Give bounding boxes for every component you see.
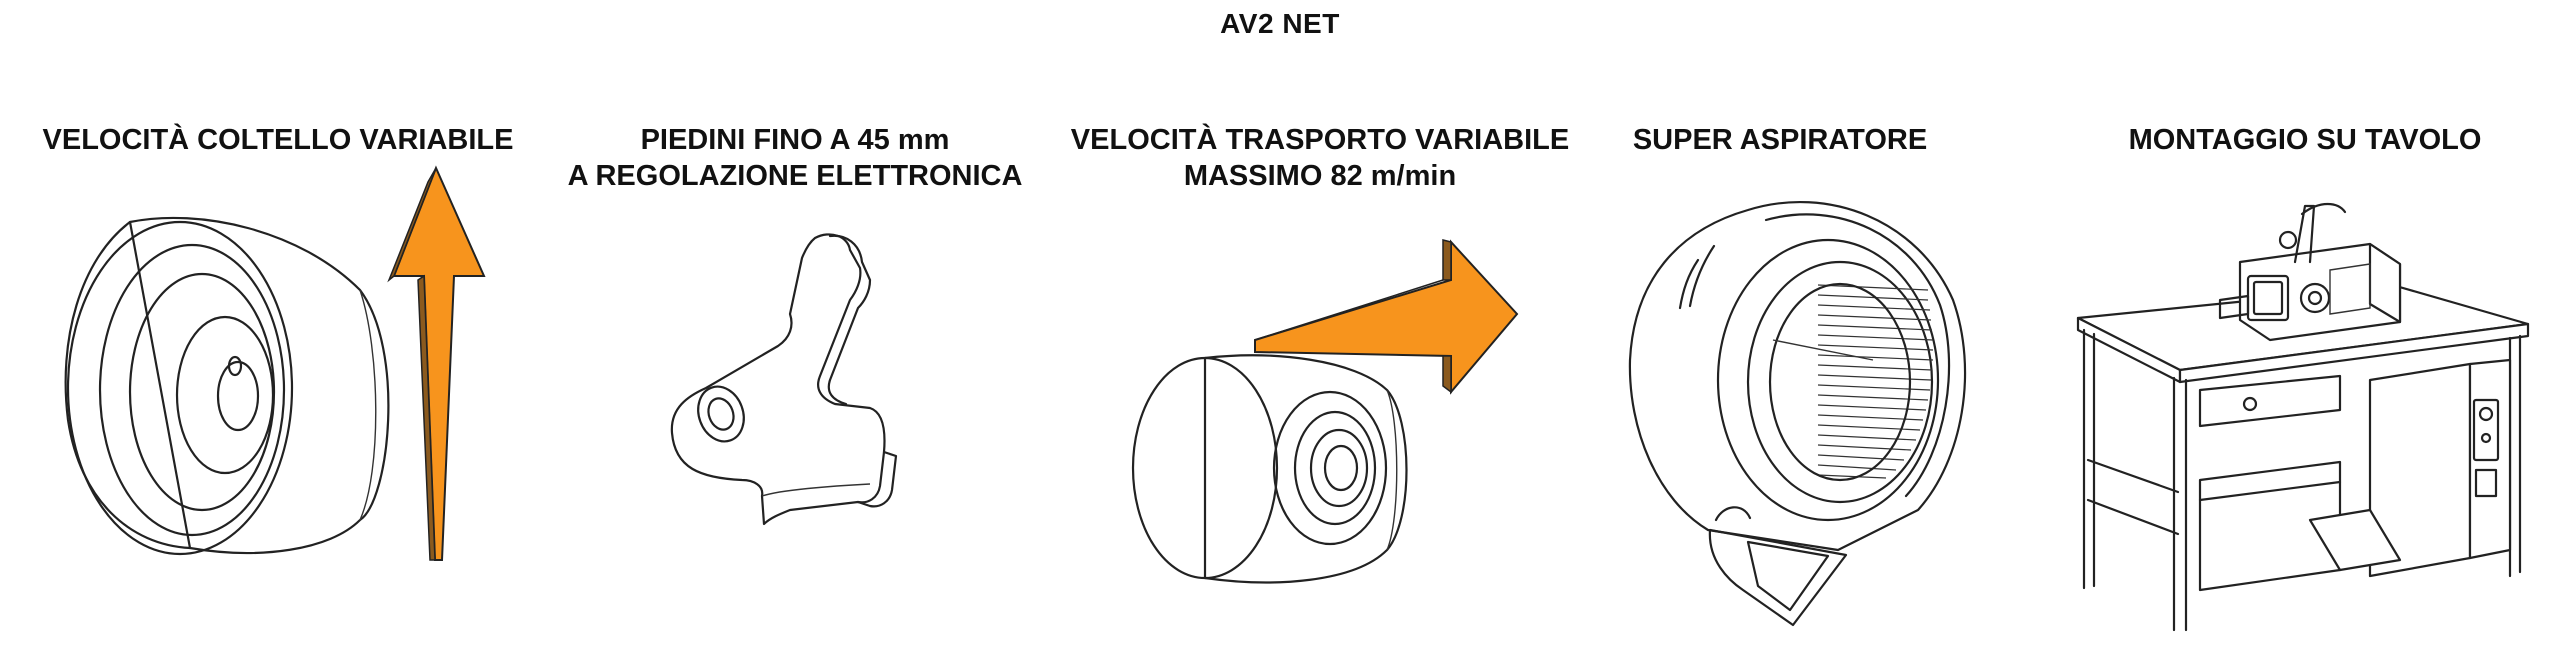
feature-label-super-aspirator: SUPER ASPIRATORE	[1560, 122, 2000, 158]
feature-label-knife-speed: VELOCITÀ COLTELLO VARIABILE	[28, 122, 528, 158]
feature-label-line: PIEDINI FINO A 45 mm	[640, 124, 950, 156]
page-title: AV2 NET	[1220, 8, 1340, 39]
feature-label-table-mounting: MONTAGGIO SU TAVOLO	[2060, 122, 2550, 158]
feature-label-feed-speed: VELOCITÀ TRASPORTO VARIABILE MASSIMO 82 …	[1055, 122, 1585, 194]
presser-foot-icon	[670, 233, 898, 526]
feature-label-line: VELOCITÀ COLTELLO VARIABILE	[42, 124, 514, 156]
feature-label-line: MONTAGGIO SU TAVOLO	[2128, 124, 2482, 156]
feature-label-line: VELOCITÀ TRASPORTO VARIABILE	[1070, 124, 1570, 156]
feature-label-presser-feet: PIEDINI FINO A 45 mm A REGOLAZIONE ELETT…	[545, 122, 1045, 194]
feature-label-line: SUPER ASPIRATORE	[1632, 124, 1928, 156]
feature-label-line: MASSIMO 82 m/min	[1183, 160, 1457, 192]
feature-label-line: A REGOLAZIONE ELETTRONICA	[567, 160, 1023, 192]
feed-roller-icon	[1131, 354, 1408, 584]
workbench-machine-icon	[2076, 202, 2530, 632]
bell-knife-icon	[64, 216, 390, 556]
blower-fan-icon	[1628, 201, 1967, 627]
up-arrow-icon	[387, 165, 486, 561]
right-arrow-icon	[1254, 239, 1519, 395]
